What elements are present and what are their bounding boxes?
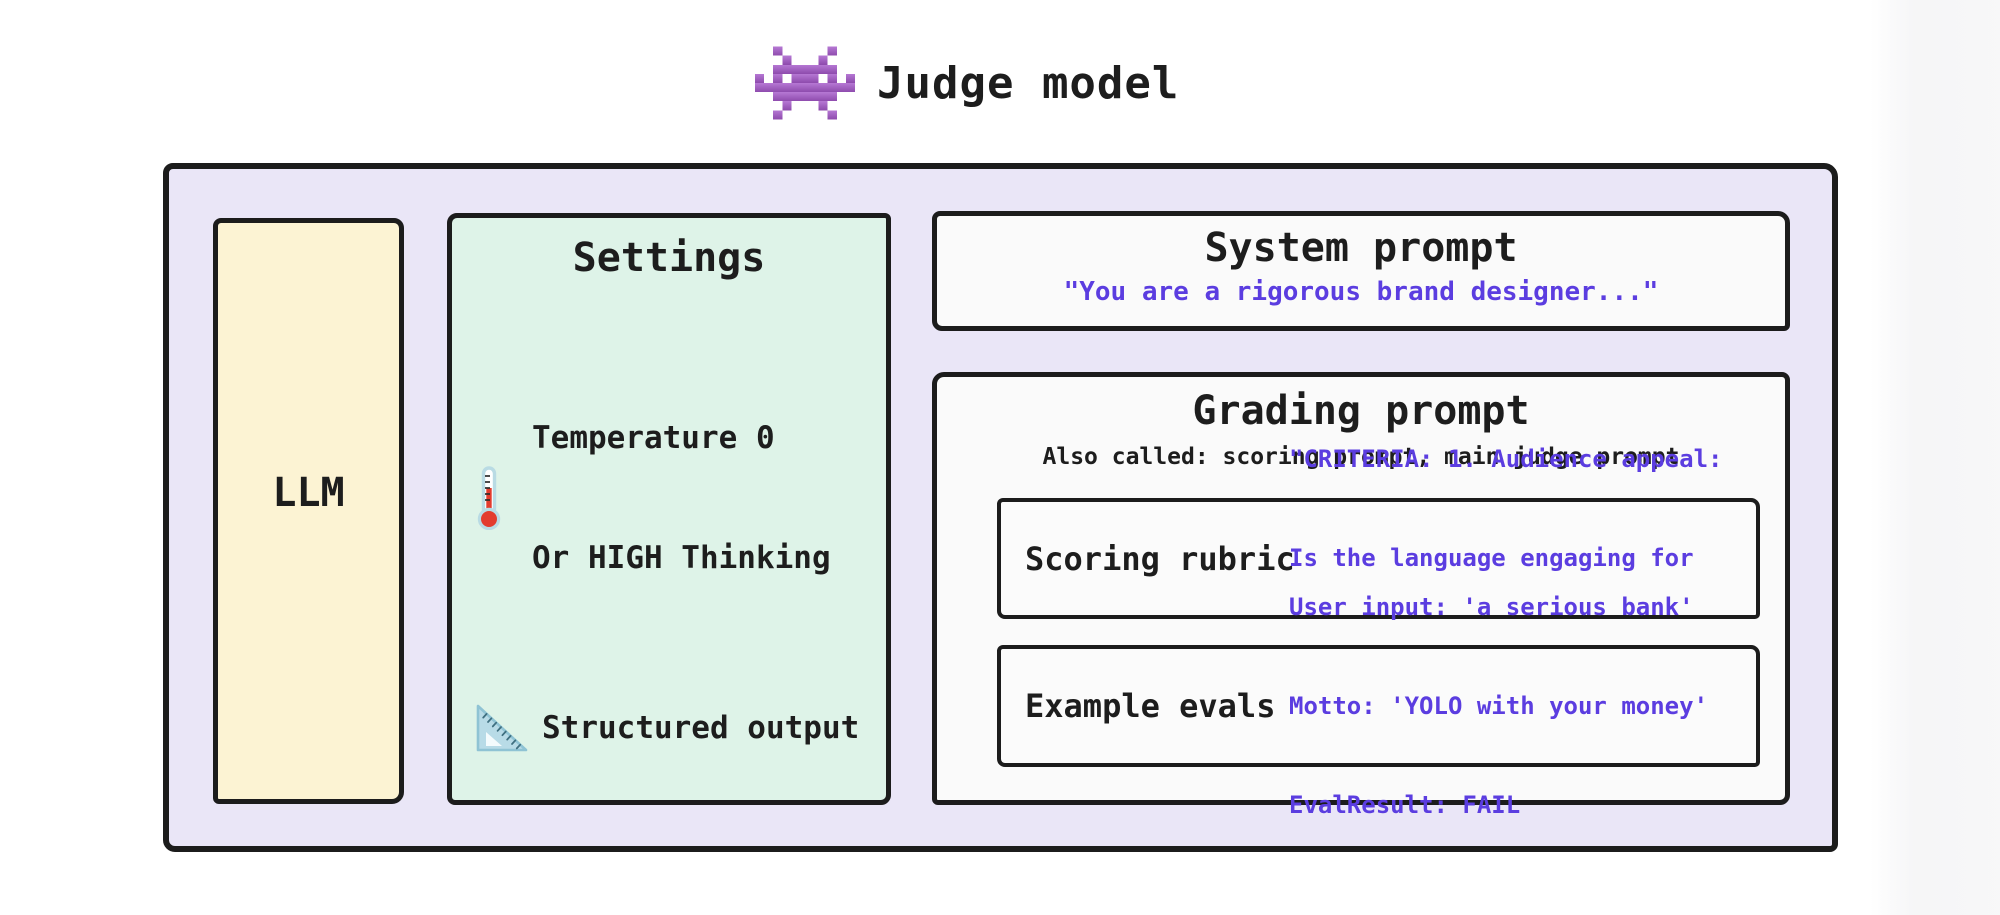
grading-prompt-heading: Grading prompt	[1192, 388, 1530, 434]
example-evals-box: Example evals User input: 'a serious ban…	[997, 593, 1760, 819]
page-right-edge-shade	[1870, 0, 2000, 915]
system-prompt-box: System prompt "You are a rigorous brand …	[932, 211, 1790, 331]
grading-prompt-box: Grading prompt Also called: scoring prom…	[932, 372, 1790, 819]
example-evals-line1: User input: 'a serious bank'	[1289, 592, 1694, 621]
example-evals-snippet: User input: 'a serious bank' Motto: 'YOL…	[1289, 525, 1708, 888]
scoring-rubric-box: Scoring rubric "CRITERIA: 1. Audience ap…	[997, 445, 1760, 671]
example-evals-line3: EvalResult: FAIL	[1289, 790, 1521, 819]
scoring-rubric-label: Scoring rubric	[1025, 539, 1295, 578]
scoring-rubric-line1: "CRITERIA: 1. Audience appeal:	[1289, 445, 1723, 473]
settings-box: Settings Temperature 0 Or HIGH Thinking	[447, 213, 891, 805]
settings-heading: Settings	[572, 235, 766, 281]
title-text: Judge model	[877, 57, 1180, 109]
space-invader-icon	[755, 46, 855, 120]
example-evals-label: Example evals	[1025, 687, 1276, 725]
llm-box: LLM	[213, 218, 404, 804]
system-prompt-snippet: "You are a rigorous brand designer..."	[1063, 277, 1659, 307]
temperature-line1: Temperature 0	[532, 420, 775, 456]
system-prompt-heading: System prompt	[1204, 225, 1518, 271]
temperature-line2: Or HIGH Thinking	[532, 540, 831, 576]
structured-output-setting: Structured output	[474, 702, 886, 754]
thermometer-icon	[477, 466, 501, 530]
diagram-title: Judge model	[755, 40, 1179, 126]
temperature-setting: Temperature 0 Or HIGH Thinking	[474, 338, 886, 658]
grading-prompt-subtitle: Also called: scoring prompt, main judge …	[1042, 444, 1680, 470]
triangle-ruler-icon	[476, 704, 528, 752]
scoring-rubric-line2: Is the language engaging for	[1289, 544, 1694, 572]
example-evals-line2: Motto: 'YOLO with your money'	[1289, 691, 1709, 720]
structured-output-text: Structured output	[542, 710, 860, 746]
llm-label: LLM	[272, 470, 345, 516]
temperature-text: Temperature 0 Or HIGH Thinking	[532, 338, 831, 658]
